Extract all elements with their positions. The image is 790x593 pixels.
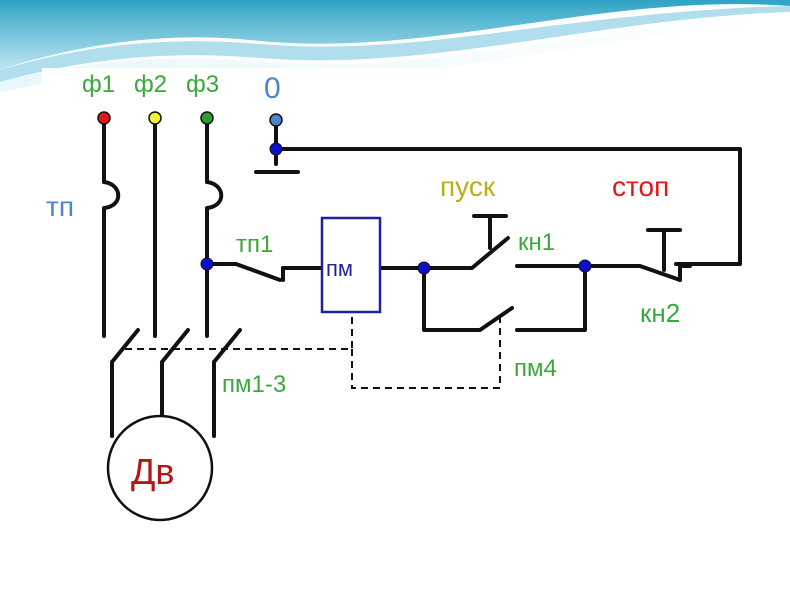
linkage-main-contacts xyxy=(125,312,353,350)
fuse-label: тп xyxy=(46,191,74,222)
main-contact-3 xyxy=(212,328,242,364)
stop-contact-kn2 xyxy=(515,264,682,282)
fuse-phase3 xyxy=(205,180,224,224)
thermal-contact-tp1 xyxy=(205,262,282,282)
node-phase3 xyxy=(200,257,214,271)
phase3-terminal xyxy=(200,111,214,125)
contactor-coil-label: пм xyxy=(326,256,353,281)
main-contacts-label: пм1-3 xyxy=(222,371,286,398)
neutral-terminal xyxy=(269,113,283,127)
start-button-label: пуск xyxy=(440,171,496,202)
node-neutral xyxy=(269,142,283,156)
motor xyxy=(106,414,214,522)
phase3-label: ф3 xyxy=(186,71,219,98)
wires xyxy=(102,120,742,438)
mechanical-linkage xyxy=(125,312,501,389)
holding-contact-label: пм4 xyxy=(514,355,557,382)
holding-contact-return xyxy=(515,264,587,332)
fuse-phase1 xyxy=(102,180,121,224)
node-coil-output xyxy=(417,261,431,275)
header-banner xyxy=(0,0,790,92)
neutral-label: 0 xyxy=(264,72,281,105)
linkage-holding-contact xyxy=(351,318,501,389)
thermal-contact-label: тп1 xyxy=(236,231,273,258)
start-contact-label: кн1 xyxy=(518,229,555,256)
main-contact-2 xyxy=(160,328,190,364)
phase2-terminal xyxy=(148,111,162,125)
stop-contact-end xyxy=(678,264,692,282)
main-contact-1 xyxy=(110,328,140,364)
stop-contact-label: кн2 xyxy=(640,298,680,328)
start-contact-kn1 xyxy=(378,236,510,270)
neutral-return-wire xyxy=(274,147,742,266)
phase1-label: ф1 xyxy=(82,71,115,98)
phase1-terminal xyxy=(97,111,111,125)
phase2-label: ф2 xyxy=(134,71,167,98)
junction-nodes xyxy=(200,142,592,275)
holding-contact-pm4 xyxy=(422,266,514,332)
node-start-output xyxy=(578,259,592,273)
stop-button-label: стоп xyxy=(612,171,669,202)
contactor-coil xyxy=(320,216,382,314)
motor-label: Дв xyxy=(131,451,175,492)
